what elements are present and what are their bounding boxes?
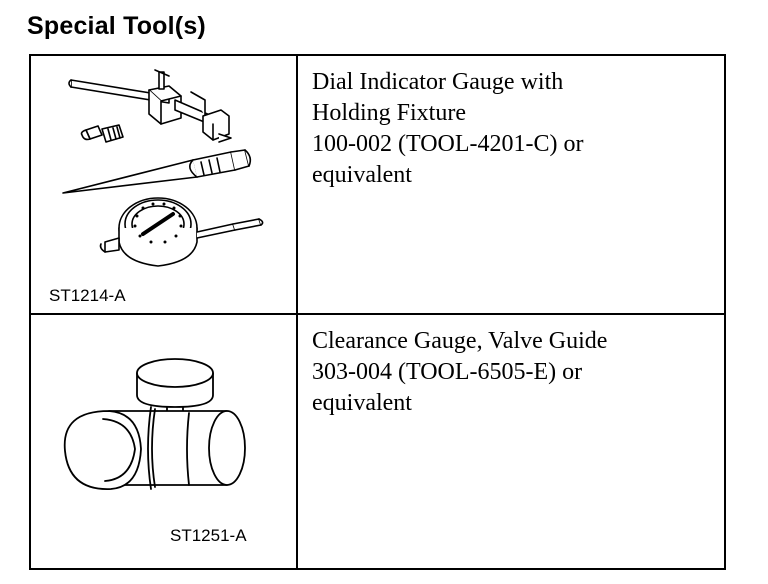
tool-description: Dial Indicator Gauge with Holding Fixtur… xyxy=(312,67,714,191)
tool-row-clearance-gauge: ST1251-A Clearance Gauge, Valve Guide 30… xyxy=(31,315,724,568)
tool-description-line: Clearance Gauge, Valve Guide xyxy=(312,328,608,354)
tool-image-cell: ST1251-A xyxy=(31,315,298,568)
tool-row-dial-indicator: ST1214-A Dial Indicator Gauge with Holdi… xyxy=(31,56,724,315)
special-tools-table: ST1214-A Dial Indicator Gauge with Holdi… xyxy=(29,54,726,570)
figure-code: ST1214-A xyxy=(49,286,126,305)
tool-description-line: 303-004 (TOOL-6505-E) or xyxy=(312,359,583,385)
dial-indicator-illustration-icon xyxy=(62,69,264,267)
tool-description-line: 100-002 (TOOL-4201-C) or xyxy=(312,131,584,157)
tool-description-line: equivalent xyxy=(312,390,412,416)
tool-description-line: Holding Fixture xyxy=(312,100,466,126)
tool-image-cell: ST1214-A xyxy=(31,56,298,313)
tool-description: Clearance Gauge, Valve Guide 303-004 (TO… xyxy=(312,326,714,419)
tool-description-line: Dial Indicator Gauge with xyxy=(312,69,564,95)
figure-code: ST1251-A xyxy=(170,526,247,545)
tool-description-line: equivalent xyxy=(312,162,412,188)
clearance-gauge-illustration-icon xyxy=(63,358,246,490)
page-title: Special Tool(s) xyxy=(27,12,206,40)
